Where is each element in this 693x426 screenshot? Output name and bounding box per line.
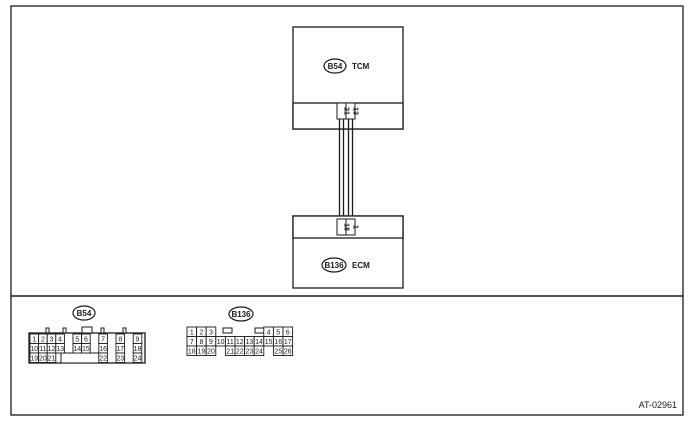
b136-pin-number: 8 [199, 339, 203, 346]
b54-pin-number: 9 [136, 336, 140, 343]
b136-pin-number: 23 [246, 348, 254, 355]
b136-pin-number: 22 [236, 348, 244, 355]
b136-pin-cell [253, 345, 265, 356]
b54-pin-number: 15 [82, 346, 90, 353]
b54-pin-cell [46, 352, 57, 363]
b136-pin-number: 16 [274, 339, 282, 346]
lower-panel [10, 295, 684, 416]
b54-pin-number: 3 [50, 336, 54, 343]
b54-badge-oval [72, 305, 96, 321]
b54-pin-number: 22 [99, 355, 107, 362]
b136-pin-number: 13 [246, 339, 254, 346]
tcm-pin-cell [345, 102, 356, 120]
b136-pin-number: 21 [226, 348, 234, 355]
b136-pin-number: 2 [199, 329, 203, 336]
b54-tab [45, 327, 50, 334]
b54-tab [62, 327, 67, 334]
b54-tab [122, 327, 127, 334]
b54-pin-number: 6 [84, 336, 88, 343]
b136-badge-oval [228, 306, 254, 322]
b136-pin-cell [282, 345, 294, 356]
ecm-pin-label: 18 [343, 223, 350, 231]
b136-pin-number: 14 [255, 339, 263, 346]
tcm-badge-oval [323, 58, 347, 74]
b54-pin-number: 4 [58, 336, 62, 343]
b136-pin-number: 3 [209, 329, 213, 336]
b54-pin-number: 19 [30, 355, 38, 362]
b54-pin-number: 8 [118, 336, 122, 343]
b54-tab [100, 327, 105, 334]
b136-pin-number: 20 [207, 348, 215, 355]
b136-pin-number: 15 [265, 339, 273, 346]
b136-pin-number: 6 [286, 329, 290, 336]
b136-tab [222, 327, 233, 334]
b54-pin-number: 2 [41, 336, 45, 343]
b136-pin-number: 10 [217, 339, 225, 346]
b54-pin-cell [81, 343, 91, 354]
b54-pin-cell [115, 352, 126, 363]
b54-pin-number: 11 [39, 346, 46, 353]
b136-pin-number: 4 [267, 329, 271, 336]
b54-tab [81, 326, 93, 334]
tcm-pin-label: 21 [343, 107, 350, 115]
tcm-label: TCM [352, 62, 370, 71]
b54-pin-number: 20 [39, 355, 47, 362]
b54-pin-number: 10 [30, 346, 38, 353]
b136-pin-number: 18 [188, 348, 196, 355]
b136-tab [254, 327, 265, 334]
b136-pin-number: 1 [190, 329, 194, 336]
ecm-label: ECM [352, 261, 370, 270]
ecm-badge-oval [321, 257, 347, 273]
b54-key-slot [60, 352, 100, 364]
tcm-module: B54 TCM 21 13 [292, 26, 404, 130]
b136-pin-number: 24 [255, 348, 263, 355]
b136-pin-number: 19 [198, 348, 206, 355]
b136-pin-number: 11 [227, 339, 234, 346]
b136-badge: B136 [231, 310, 251, 319]
b54-pin-number: 7 [101, 336, 105, 343]
ecm-module: B136 ECM 18 1 [292, 215, 404, 289]
b136-pin-number: 7 [190, 339, 194, 346]
harness-wires [338, 119, 354, 219]
tcm-pin-label: 13 [352, 107, 359, 115]
b54-pin-number: 18 [134, 346, 142, 353]
b54-pin-number: 5 [75, 336, 79, 343]
tcm-badge: B54 [328, 62, 343, 71]
ecm-badge: B136 [324, 261, 344, 270]
b54-pin-number: 17 [116, 346, 124, 353]
ecm-pin-cell [345, 218, 356, 236]
b136-pin-number: 12 [236, 339, 244, 346]
b136-pin-number: 25 [274, 348, 282, 355]
b54-pin-number: 1 [32, 336, 36, 343]
b54-pin-cell [98, 352, 108, 363]
b54-pin-cell [55, 343, 65, 354]
b54-pin-number: 23 [116, 355, 124, 362]
b54-pin-number: 24 [134, 355, 142, 362]
b136-pin-number: 17 [284, 339, 292, 346]
b54-pin-number: 16 [99, 346, 107, 353]
b136-pin-number: 26 [284, 348, 292, 355]
ecm-pin-label: 1 [352, 225, 359, 229]
b136-pin-number: 5 [276, 329, 280, 336]
b54-pin-number: 21 [48, 355, 56, 362]
b54-badge: B54 [77, 309, 92, 318]
b136-pin-number: 9 [209, 339, 213, 346]
b54-pin-number: 13 [56, 346, 64, 353]
b136-pin-cell [205, 345, 217, 356]
b54-pin-number: 14 [73, 346, 81, 353]
figure-id: AT-02961 [639, 400, 677, 410]
b54-pin-cell [132, 352, 143, 363]
b54-pin-number: 12 [48, 346, 56, 353]
